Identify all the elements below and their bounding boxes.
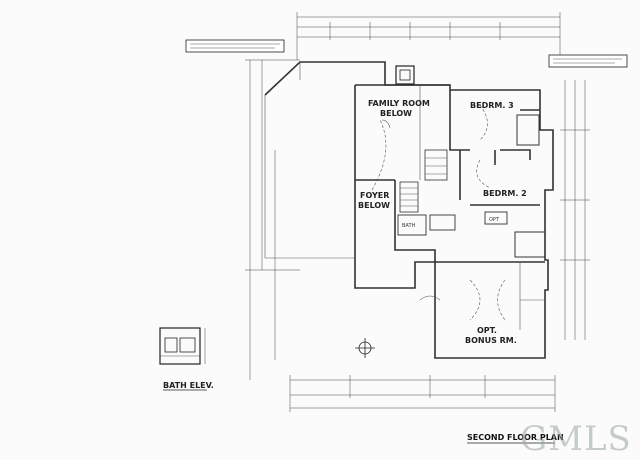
notes-box [185, 39, 285, 53]
bottom-dimensions [289, 375, 556, 412]
top-dimensions [296, 12, 561, 60]
bonus-opt-label: OPT. [477, 326, 497, 335]
roof-outline [264, 61, 450, 259]
bedroom-2-label: BEDRM. 2 [483, 189, 527, 198]
stair [399, 149, 448, 213]
left-dimensions [245, 59, 300, 380]
notes-box-right [548, 54, 628, 68]
watermark-logo: GMLS [520, 419, 632, 459]
right-dimensions [560, 80, 590, 340]
bonus-room-label: BONUS RM. [465, 336, 517, 345]
foyer-below-label: BELOW [358, 201, 390, 210]
opt-label: OPT [489, 217, 500, 223]
bedroom-3-label: BEDRM. 3 [470, 101, 514, 110]
building-walls [354, 84, 554, 359]
chimney [395, 65, 415, 85]
bath-elevation-drawing [159, 327, 206, 365]
foyer-label: FOYER [360, 191, 389, 200]
family-room-below-label: BELOW [380, 109, 412, 118]
family-room-label: FAMILY ROOM [368, 99, 430, 108]
door-swings [371, 104, 506, 321]
plan-title: SECOND FLOOR PLAN [467, 433, 564, 442]
bath-label: BATH [402, 223, 416, 229]
north-arrow-icon [355, 338, 375, 358]
bath-elevation-label: BATH ELEV. [163, 381, 214, 390]
